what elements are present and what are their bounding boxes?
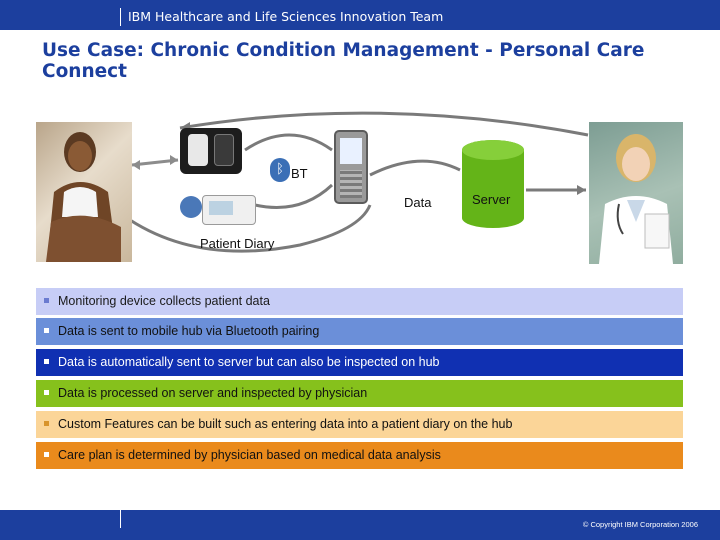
bullet-text: Care plan is determined by physician bas… (58, 448, 441, 462)
bullet-item-4: Data is processed on server and inspecte… (36, 380, 683, 407)
blood-pressure-cuff (180, 196, 202, 218)
bullet-item-3: Data is automatically sent to server but… (36, 349, 683, 376)
server-cylinder-top (462, 140, 524, 160)
bt-label: BT (291, 166, 308, 181)
bullet-text: Data is automatically sent to server but… (58, 355, 440, 369)
hub-loop-arrow (129, 204, 372, 253)
bp-monitor-screen (209, 201, 233, 215)
bullet-item-2: Data is sent to mobile hub via Bluetooth… (36, 318, 683, 345)
test-strip-case (214, 134, 234, 166)
glucose-meter-kit (180, 128, 242, 174)
mobile-hub-phone (334, 130, 368, 204)
slide-title: Use Case: Chronic Condition Management -… (42, 40, 645, 82)
phone-keypad (340, 170, 362, 198)
server-label: Server (472, 192, 511, 207)
devices-to-phone-arrow (244, 133, 333, 152)
bluetooth-icon: ᛒ (270, 158, 290, 182)
phone-screen (340, 138, 362, 164)
bullet-text: Monitoring device collects patient data (58, 294, 270, 308)
devices-to-phone-arrow-lower (254, 183, 334, 209)
bullet-item-6: Care plan is determined by physician bas… (36, 442, 683, 469)
blood-pressure-monitor (202, 195, 256, 225)
patient-arrow-head-left (132, 160, 140, 170)
header-divider (120, 8, 121, 26)
patient-figure (46, 132, 121, 262)
bullet-marker (44, 421, 49, 427)
bullet-text: Data is sent to mobile hub via Bluetooth… (58, 324, 320, 338)
header-bar: IBM Healthcare and Life Sciences Innovat… (0, 0, 720, 30)
team-name: IBM Healthcare and Life Sciences Innovat… (128, 9, 444, 24)
bullet-text: Data is processed on server and inspecte… (58, 386, 368, 400)
patient-photo (36, 122, 132, 262)
patient-diary-label: Patient Diary (200, 236, 275, 251)
server-cylinder (462, 140, 524, 228)
glucose-meter (188, 134, 208, 166)
bullet-marker (44, 359, 49, 365)
physician-figure (599, 134, 673, 264)
bullet-marker (44, 452, 49, 458)
physician-photo (589, 122, 683, 264)
server-to-physician-arrow-head (577, 185, 586, 195)
bullet-marker (44, 298, 49, 304)
bullet-marker (44, 328, 49, 334)
phone-to-server-arrow (369, 159, 461, 177)
footer-divider (120, 510, 121, 528)
copyright-text: © Copyright IBM Corporation 2006 (582, 520, 698, 529)
bullet-marker (44, 390, 49, 396)
bullet-text: Custom Features can be built such as ent… (58, 417, 513, 431)
data-label: Data (404, 195, 432, 210)
patient-arrow-head-right (170, 155, 178, 165)
footer-bar: © Copyright IBM Corporation 2006 (0, 510, 720, 540)
physician-feedback-arrow (179, 111, 589, 137)
bullet-item-1: Monitoring device collects patient data (36, 288, 683, 315)
bullet-item-5: Custom Features can be built such as ent… (36, 411, 683, 438)
